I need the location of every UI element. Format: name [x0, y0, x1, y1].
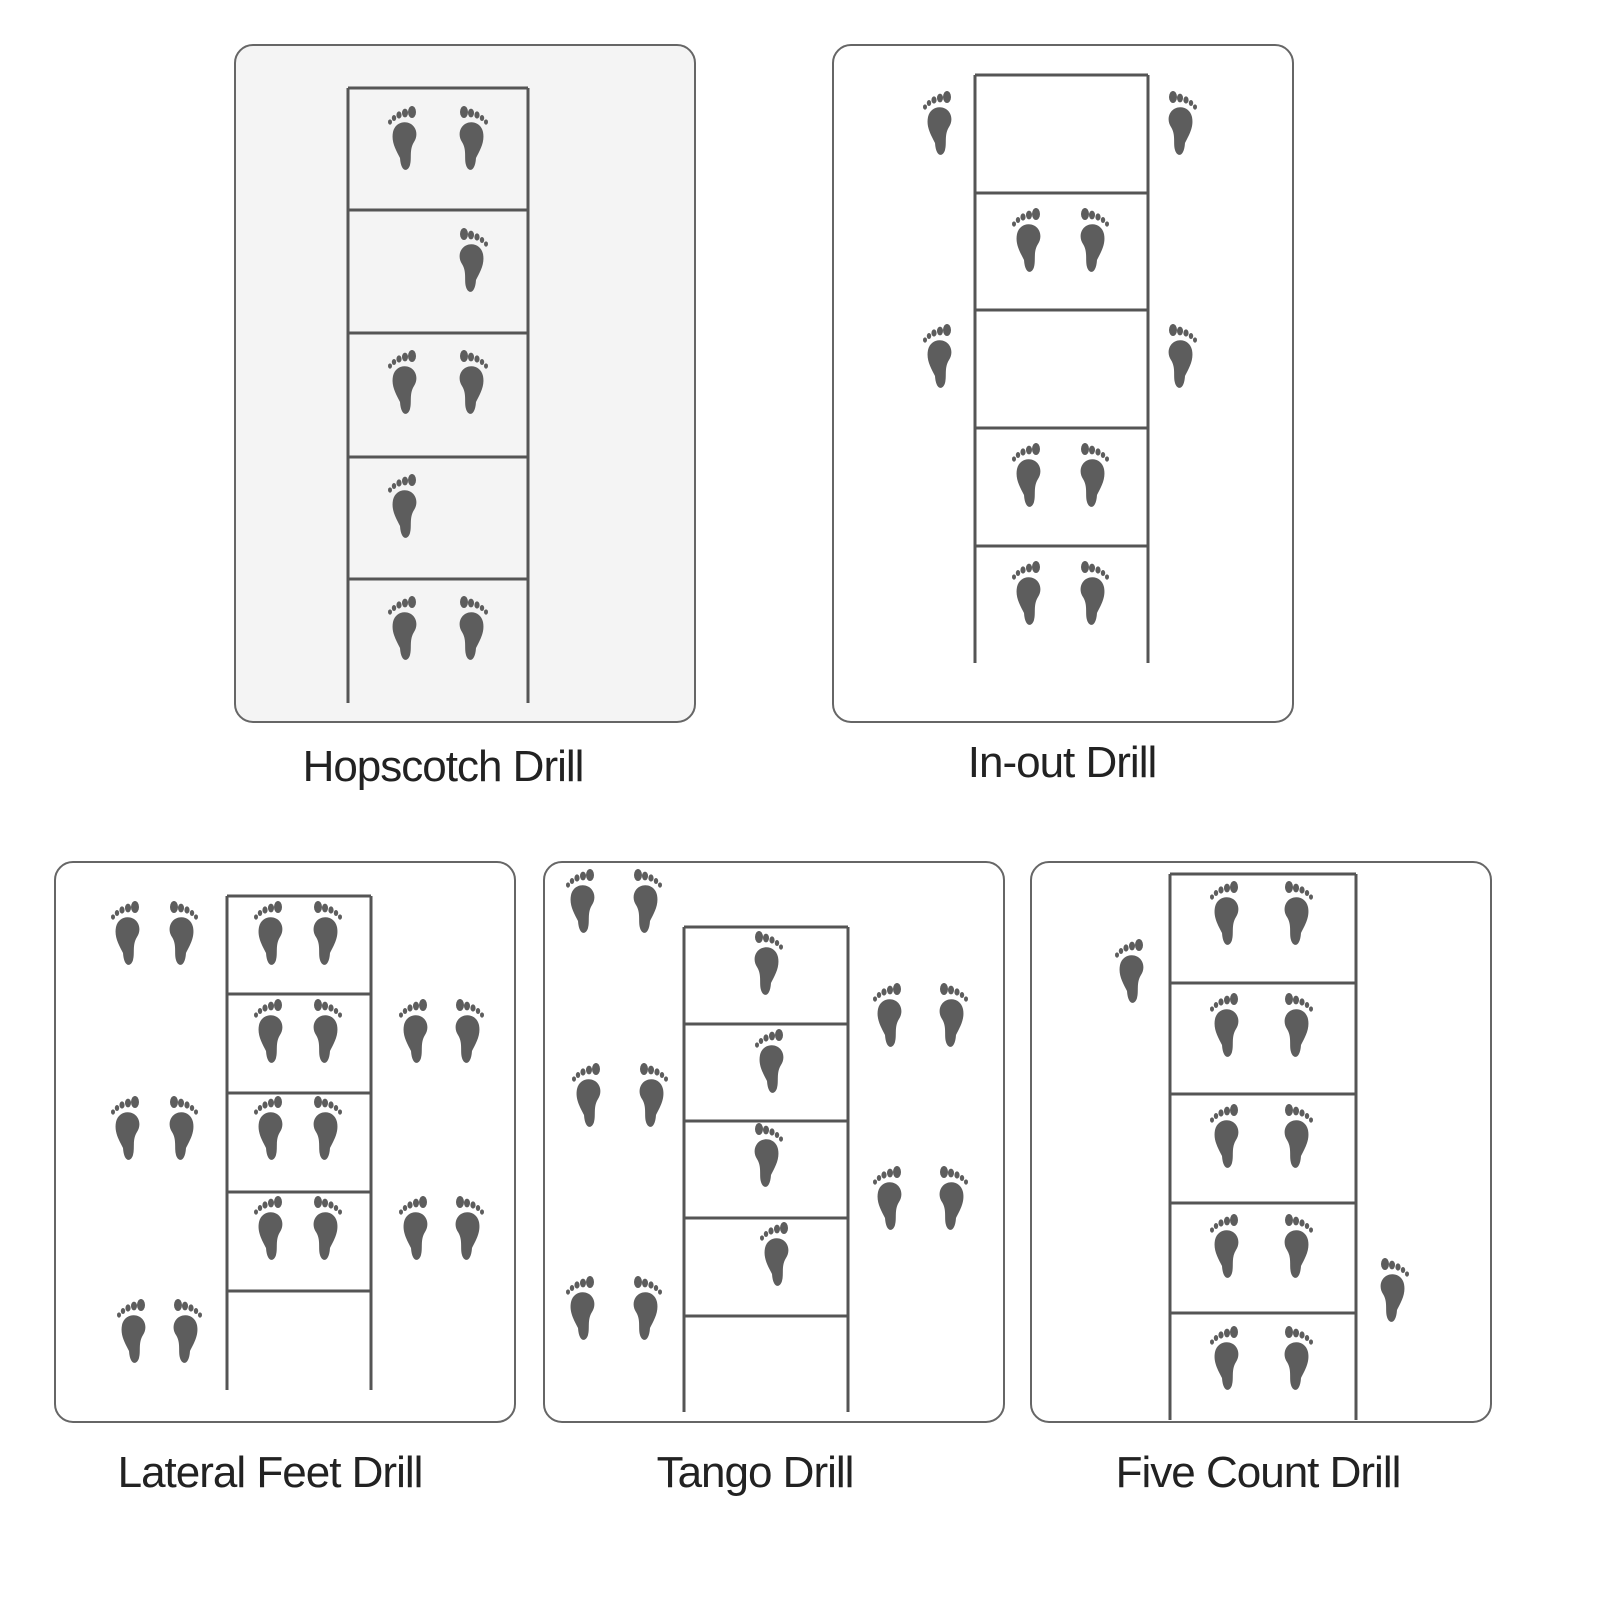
panel-in-out [832, 44, 1294, 723]
panel-five-count [1030, 861, 1492, 1423]
ladder-hopscotch [346, 86, 530, 703]
panel-lateral [54, 861, 516, 1423]
panel-label-lateral: Lateral Feet Drill [117, 1448, 424, 1497]
panel-label-five-count: Five Count Drill [1115, 1448, 1402, 1497]
panel-label-tango: Tango Drill [656, 1448, 855, 1497]
panel-label-in-out: In-out Drill [967, 738, 1157, 787]
panel-tango [543, 861, 1005, 1423]
ladder-in-out [973, 73, 1150, 663]
ladder-lateral [225, 894, 373, 1390]
panel-label-hopscotch: Hopscotch Drill [302, 742, 585, 791]
ladder-five-count [1168, 872, 1358, 1420]
ladder-tango [682, 925, 850, 1412]
